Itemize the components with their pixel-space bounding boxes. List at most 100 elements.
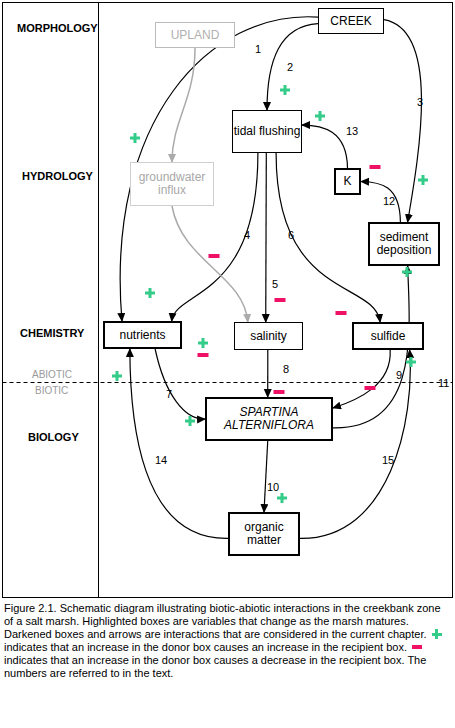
node-text-group: tidal flushing [234,125,301,138]
caption-paragraph: Figure 2.1. Schematic diagram illustrati… [4,602,451,680]
plus-sign [112,371,122,381]
minus-sign [275,298,286,302]
species-box: SPARTINA ALTERNIFLORA [205,397,333,441]
variable-box: sulfide [352,322,424,350]
interaction-arrow [384,20,421,222]
node-text: nutrients [119,329,165,342]
variable-box: salinity [234,322,303,350]
node-text: SPARTINA ALTERNIFLORA [207,406,331,432]
legend-swatch [412,642,422,652]
callout-number: 8 [283,364,289,375]
interaction-arrow [361,182,400,223]
interaction-arrow [120,17,318,321]
node-text: tidal flushing [234,125,301,138]
groundwater-box: groundwater influx [130,162,214,206]
callout-number: 13 [346,126,358,137]
variable-box: K [334,168,361,195]
groundwater-arrow [172,206,248,322]
callout-number: 15 [382,455,394,466]
groundwater-arrow [172,48,195,162]
node-text: K [343,175,351,188]
interaction-arrow [267,24,318,110]
upland-box: UPLAND [155,22,235,48]
minus-sign [209,254,220,258]
process-box: tidal flushing [232,110,302,153]
callout-number: 12 [383,196,395,207]
creek-box: CREEK [318,8,384,34]
node-text-group: K [343,175,351,188]
node-text-group: organic matter [230,521,298,547]
node-text-group: UPLAND [171,29,220,42]
callout-number: 10 [267,482,279,493]
swatch-bar [435,629,438,639]
interaction-arrow [265,153,267,322]
callout-number: 11 [438,378,449,389]
interaction-arrow [300,350,410,538]
plus-sign [315,111,325,121]
category-label: CHEMISTRY [20,327,84,339]
category-label: MORPHOLOGY [17,22,98,34]
category-label: BIOLOGY [28,431,79,443]
column-divider [98,3,99,598]
interaction-arrow [267,350,268,397]
node-text: salinity [250,330,287,343]
category-label: HYDROLOGY [22,170,93,182]
zone-label: ABIOTIC [32,369,72,380]
callout-number: 3 [417,97,423,108]
legend-text: indicates that an increase in the donor … [4,641,407,653]
node-text-group: CREEK [330,15,371,28]
node-text: UPLAND [171,29,220,42]
callout-number: 14 [155,455,167,466]
variable-box: organic matter [228,512,300,556]
legend-swatch [432,629,442,639]
caption-box: Figure 2.1. Schematic diagram illustrati… [4,602,451,680]
node-text: organic matter [230,521,298,547]
callout-number: 7 [166,389,172,400]
node-text: sediment deposition [370,231,438,257]
minus-sign [336,311,347,315]
legend-text: indicates that an increase in the donor … [4,654,405,666]
plus-sign [130,133,140,143]
interaction-arrow [276,153,380,322]
interaction-arrow [264,441,268,512]
outer-frame [3,3,453,598]
node-text: groundwater influx [131,171,213,197]
node-text: sulfide [371,330,406,343]
node-text-group: sediment deposition [370,231,438,257]
callout-number: 6 [288,230,294,241]
node-text-group: sulfide [371,330,406,343]
interaction-arrow [333,350,390,408]
callout-number: 5 [272,279,278,290]
callout-number: 9 [396,370,402,381]
node-text-group: salinity [250,330,287,343]
plus-sign [402,267,412,277]
interaction-arrow [155,349,205,419]
plus-sign [280,85,290,95]
callout-number: 1 [255,44,261,55]
minus-sign [198,353,209,357]
swatch-bar [412,645,422,649]
callout-number: 4 [244,230,250,241]
variable-box: sediment deposition [368,222,440,266]
plus-sign [145,288,155,298]
node-text-group: groundwater influx [131,171,213,197]
interaction-arrow [302,125,348,168]
zone-label: BIOTIC [35,385,68,396]
minus-sign [365,386,376,390]
plus-sign [198,338,208,348]
callout-number: 2 [287,62,293,73]
node-text-group: nutrients [119,329,165,342]
plus-sign [277,493,287,503]
variable-box: nutrients [103,321,182,349]
figure-caption: Figure 2.1. Schematic diagram illustrati… [4,602,441,640]
plus-sign [406,357,416,367]
minus-sign [274,390,285,394]
node-text: CREEK [330,15,371,28]
interaction-arrow [130,349,228,538]
minus-sign [370,165,381,169]
node-text-group: SPARTINA ALTERNIFLORA [207,406,331,432]
plus-sign [418,175,428,185]
plus-sign [185,416,195,426]
abiotic-biotic-divider [3,382,453,383]
